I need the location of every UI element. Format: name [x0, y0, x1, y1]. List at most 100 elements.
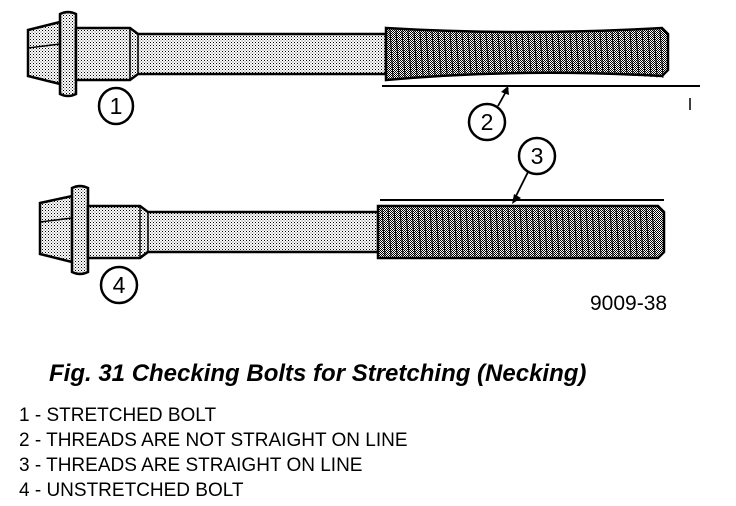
thread-ridge — [651, 207, 656, 257]
thread-ridge — [567, 207, 572, 257]
thread-ridge — [485, 33, 490, 73]
stretched-bolt — [26, 10, 670, 98]
svg-text:4: 4 — [113, 272, 126, 298]
callout-2: 2 — [467, 86, 509, 142]
thread-ridge — [609, 207, 614, 257]
thread-ridge — [425, 31, 430, 76]
thread-ridge — [615, 207, 620, 257]
thread-ridge — [407, 30, 412, 77]
legend-item: 2 - THREADS ARE NOT STRAIGHT ON LINE — [19, 430, 408, 451]
thread-ridge — [557, 33, 562, 73]
unstretched-bolt — [38, 184, 666, 276]
thread-ridge — [501, 207, 506, 257]
thread-ridge — [495, 207, 500, 257]
thread-ridge — [477, 207, 482, 257]
thread-ridge — [417, 207, 422, 257]
thread-ridge — [497, 33, 502, 73]
bolt-flange — [58, 10, 78, 98]
bolt-shank — [74, 26, 388, 82]
thread-ridge — [411, 207, 416, 257]
thread-ridge — [413, 31, 418, 77]
callout-1: 1 — [97, 86, 135, 126]
thread-ridge — [423, 207, 428, 257]
thread-ridge — [633, 207, 638, 257]
legend-item: 4 - UNSTRETCHED BOLT — [19, 480, 244, 501]
thread-ridge — [599, 32, 604, 75]
thread-ridge — [521, 33, 526, 73]
legend-list: 1 - STRETCHED BOLT 2 - THREADS ARE NOT S… — [19, 403, 408, 503]
thread-ridge — [405, 207, 410, 257]
thread-ridge — [551, 33, 556, 73]
thread-ridge — [629, 31, 634, 76]
thread-ridge — [395, 30, 400, 78]
thread-ridge — [591, 207, 596, 257]
thread-ridge — [399, 207, 404, 257]
thread-ridge — [401, 30, 406, 77]
bolt-diagram: 1 2 3 4 — [26, 10, 700, 305]
bolt-head — [26, 20, 62, 86]
figure-caption: Fig. 31 Checking Bolts for Stretching (N… — [49, 360, 587, 387]
thread-ridge — [545, 33, 550, 73]
thread-ridge — [539, 33, 544, 73]
thread-ridge — [431, 31, 436, 76]
thread-ridge — [593, 32, 598, 74]
thread-ridge — [561, 207, 566, 257]
thread-ridge — [419, 31, 424, 76]
thread-ridge — [645, 207, 650, 257]
thread-ridge — [581, 33, 586, 74]
thread-ridge — [515, 33, 520, 73]
thread-ridge — [573, 207, 578, 257]
bolt-head — [38, 194, 74, 264]
legend-item: 1 - STRETCHED BOLT — [19, 405, 217, 426]
thread-ridge — [461, 33, 466, 74]
callout-3: 3 — [512, 136, 557, 204]
thread-ridge — [471, 207, 476, 257]
thread-ridge — [455, 32, 460, 74]
thread-ridge — [537, 207, 542, 257]
thread-ridge — [621, 207, 626, 257]
thread-ridge — [569, 33, 574, 73]
callout-4: 4 — [99, 265, 139, 305]
thread-ridge — [527, 33, 532, 73]
thread-ridge — [579, 207, 584, 257]
thread-ridge — [587, 32, 592, 74]
thread-ridge — [429, 207, 434, 257]
thread-ridge — [641, 30, 646, 77]
thread-ridge — [647, 30, 652, 78]
thread-ridge — [503, 33, 508, 73]
thread-ridge — [605, 32, 610, 75]
svg-text:3: 3 — [531, 143, 544, 169]
thread-ridge — [575, 33, 580, 74]
thread-ridge — [627, 207, 632, 257]
svg-text:1: 1 — [110, 93, 123, 119]
thread-ridge — [447, 207, 452, 257]
figure-number: 9009-38 — [590, 292, 668, 315]
thread-ridge — [639, 207, 644, 257]
svg-text:2: 2 — [481, 109, 494, 135]
thread-ridge — [381, 207, 386, 257]
thread-ridge — [393, 207, 398, 257]
thread-ridge — [659, 30, 664, 78]
thread-ridge — [623, 31, 628, 76]
thread-ridge — [465, 207, 470, 257]
thread-ridge — [453, 207, 458, 257]
thread-ridge — [441, 207, 446, 257]
thread-ridge — [443, 32, 448, 75]
thread-ridge — [555, 207, 560, 257]
thread-ridge — [597, 207, 602, 257]
thread-ridge — [549, 207, 554, 257]
thread-ridge — [473, 33, 478, 73]
bolt-shank — [86, 204, 380, 260]
bolt-flange — [70, 184, 90, 276]
thread-ridge — [389, 30, 394, 78]
thread-ridge — [467, 33, 472, 74]
thread-ridge — [519, 207, 524, 257]
thread-ridge — [509, 33, 514, 73]
thread-ridge — [479, 33, 484, 73]
thread-ridge — [491, 33, 496, 73]
thread-ridge — [585, 207, 590, 257]
thread-ridge — [563, 33, 568, 73]
thread-ridge — [483, 207, 488, 257]
thread-ridge — [533, 33, 538, 73]
thread-ridge — [635, 31, 640, 77]
